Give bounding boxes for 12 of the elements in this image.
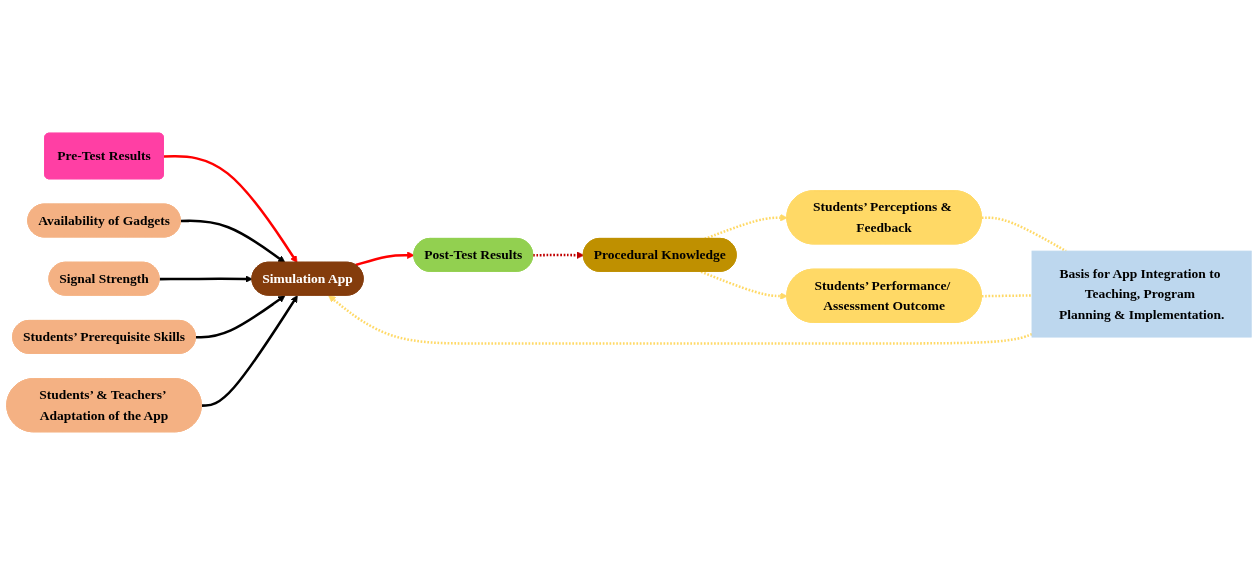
connector [981, 216, 1067, 253]
arrow [195, 295, 286, 339]
arrow [180, 219, 286, 263]
arrow [159, 275, 253, 283]
arrow [533, 251, 585, 259]
arrow [700, 270, 788, 300]
arrow [328, 295, 1033, 345]
connector [981, 294, 1032, 298]
node-box: Basis for App Integration to Teaching, Program Planning & Implementation. [1031, 250, 1252, 338]
arrow [355, 251, 415, 267]
arrow [201, 295, 298, 407]
arrow [163, 155, 298, 263]
